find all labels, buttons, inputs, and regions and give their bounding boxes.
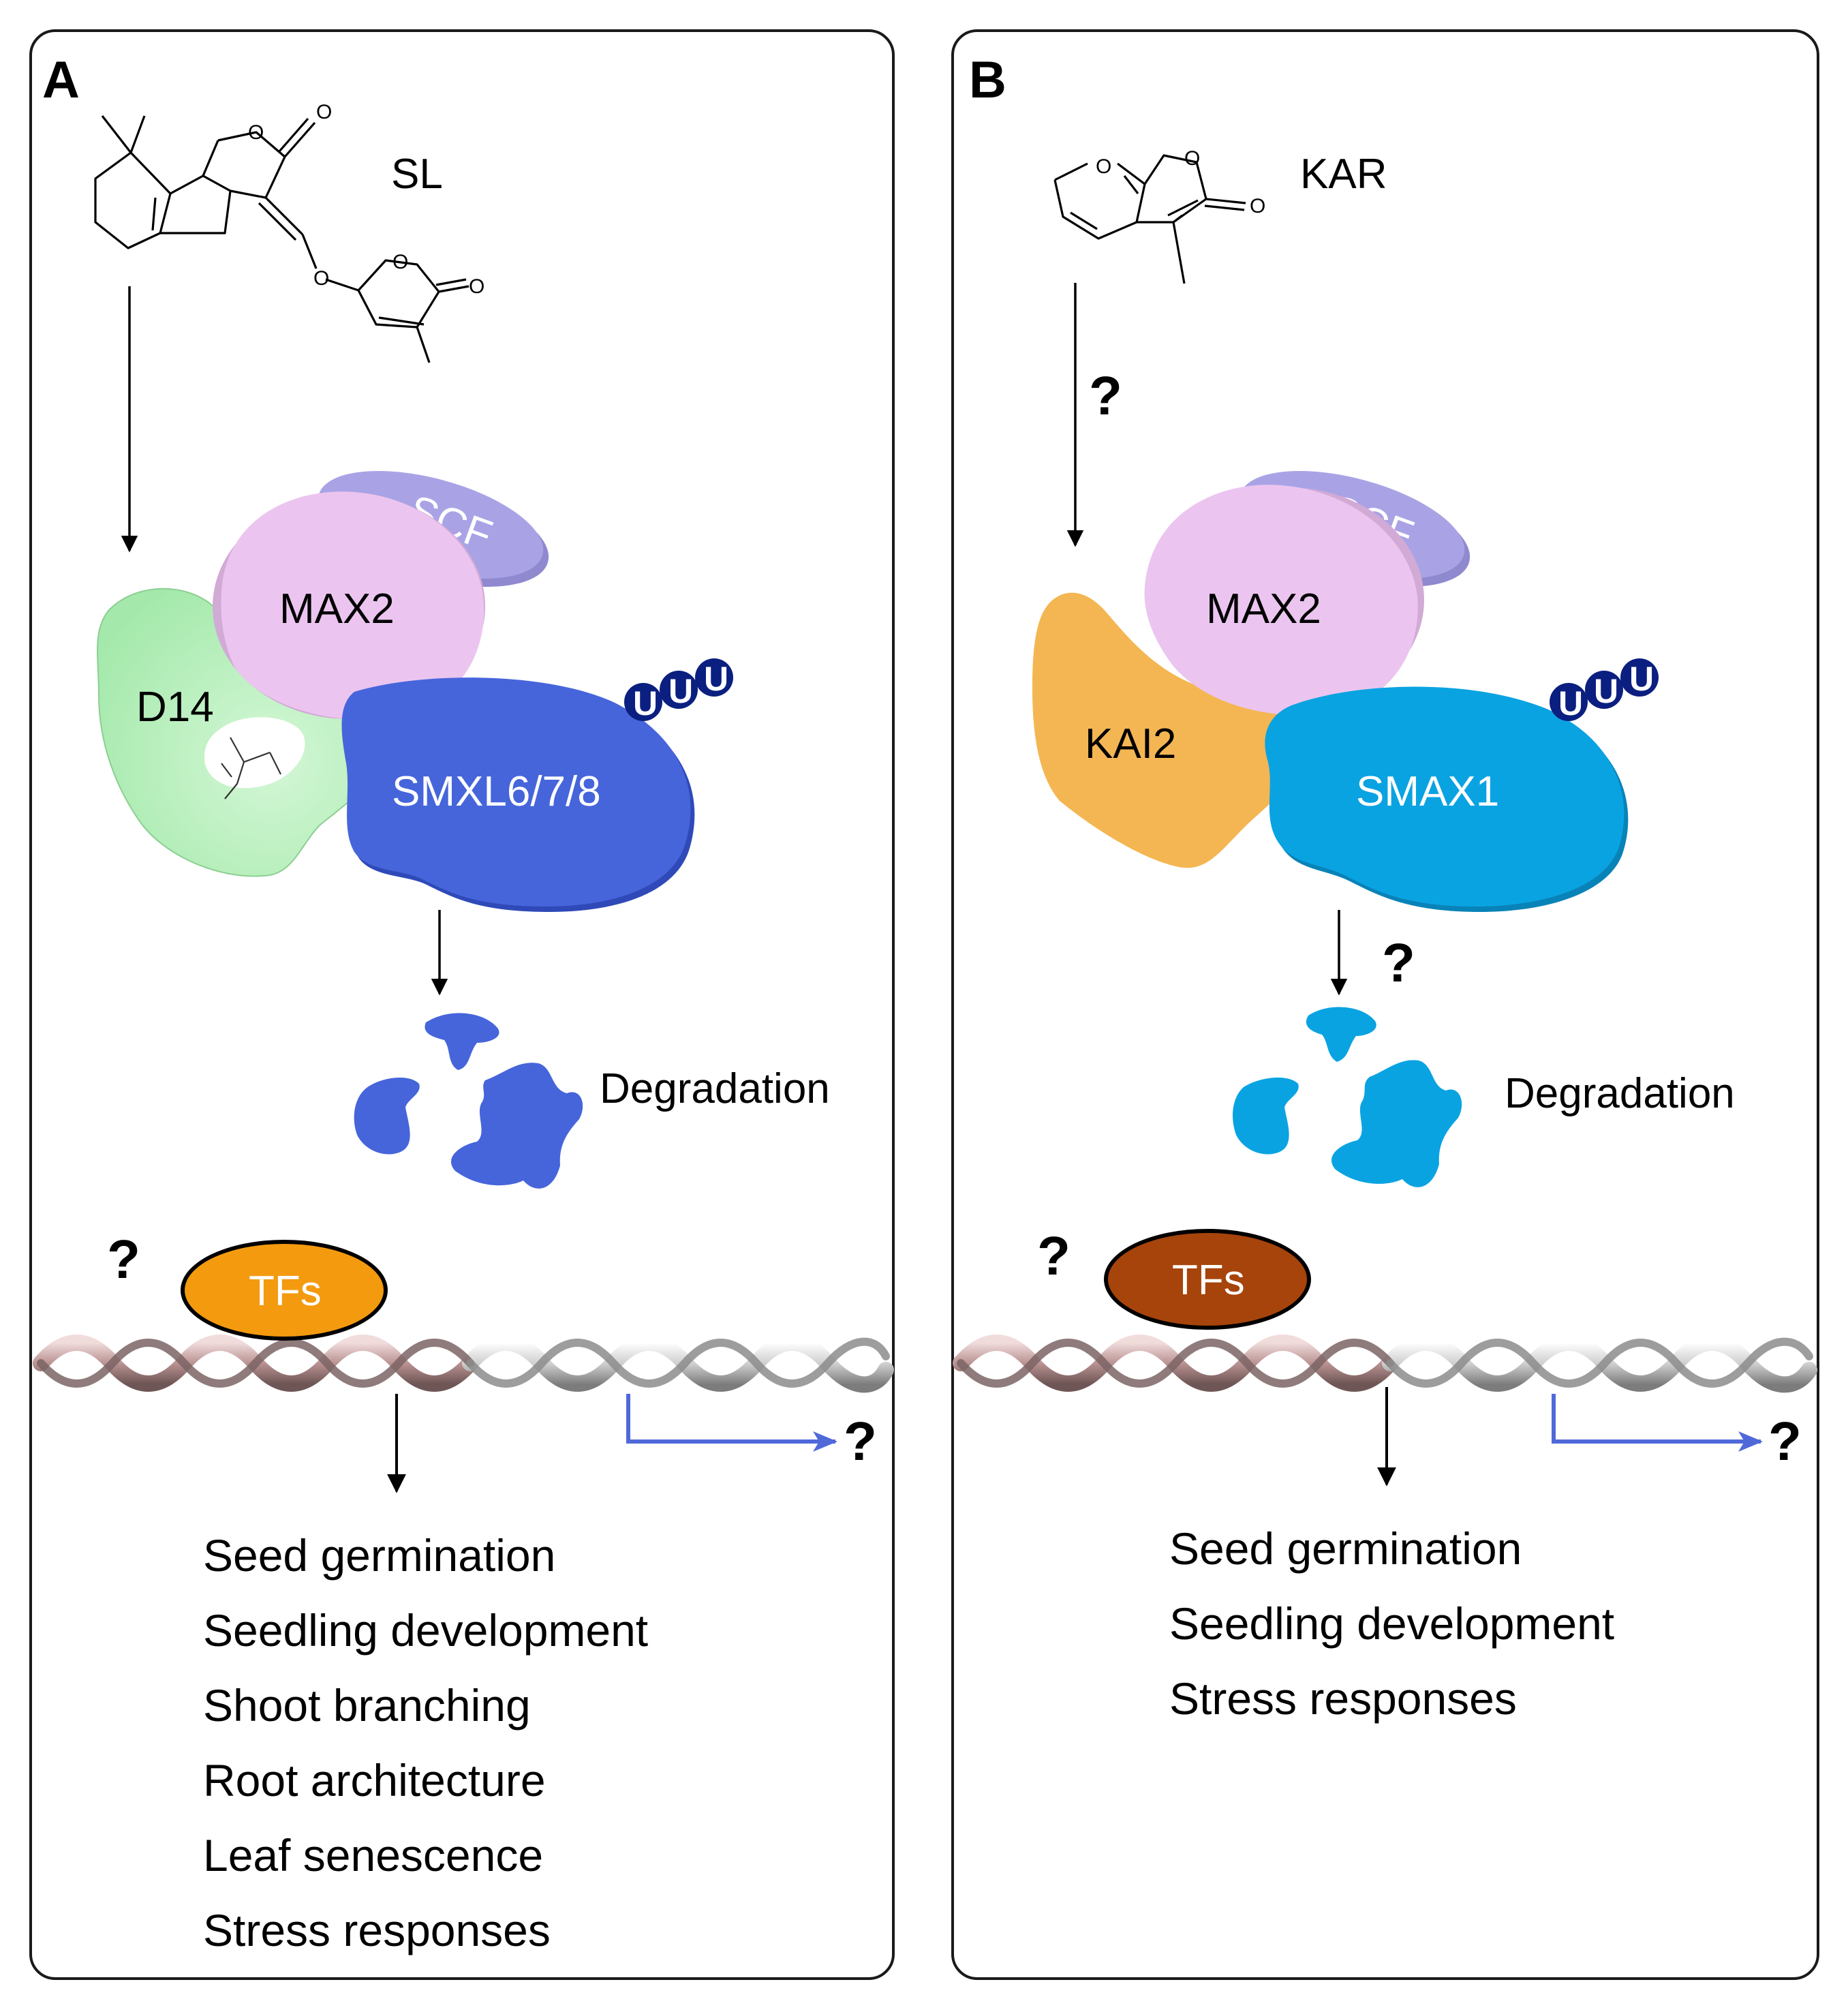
transcription-arrow-a [626,1394,837,1452]
tfs-label-b: TFs [1172,1257,1245,1304]
transcription-arrow-b [1552,1394,1763,1452]
kai2-receptor: KAI2 [1032,592,1306,868]
outcomes-b: Seed germination Seedling development St… [1169,1523,1614,1724]
kar-oxygen-1: O [1096,155,1111,178]
panel-a-letter: A [42,51,80,109]
dna-helix-b [953,1335,1817,1393]
tfs-a: TFs [181,1240,388,1341]
ubiquitin-b-2: U [1594,672,1618,710]
smxl678-label: SMXL6/7/8 [392,768,601,815]
degradation-label-b: Degradation [1505,1070,1735,1117]
sl-oxygen-5: O [469,275,484,298]
outcome-a-3: Shoot branching [203,1680,531,1731]
kar-oxygen-3: O [1250,195,1265,217]
outcome-a-1: Seed germination [203,1530,555,1581]
sl-oxygen-2: O [316,101,332,123]
degradation-fragments-a [354,1013,583,1189]
degradation-fragments-b [1233,1007,1462,1187]
max2-a: MAX2 [213,491,485,720]
outcome-a-6: Stress responses [203,1905,551,1955]
sl-oxygen-3: O [313,267,329,290]
max2-label-b: MAX2 [1206,585,1321,632]
question-degradation-b: ? [1382,932,1415,993]
panel-b-frame [951,29,1819,1980]
sl-molecule [94,115,469,363]
outcome-b-1: Seed germination [1169,1523,1522,1574]
ligand-label-sl: SL [391,151,443,198]
tfs-b: TFs [1104,1229,1311,1330]
outcome-a-4: Root architecture [203,1755,546,1805]
kai2-label: KAI2 [1085,720,1176,767]
question-transcription-a: ? [844,1411,877,1472]
ubiquitin-a-1: U [633,684,658,722]
ubiquitin-a-3: U [704,660,728,698]
sl-oxygen-1: O [248,121,264,144]
ubiquitin-chain-a: U U U [624,658,733,722]
outcome-b-2: Seedling development [1169,1598,1614,1649]
max2-b: MAX2 [1144,485,1424,716]
question-transcription-b: ? [1768,1411,1802,1472]
ubiquitin-chain-b: U U U [1550,658,1659,722]
ubiquitin-a-2: U [668,672,693,710]
question-tfs-a: ? [107,1229,140,1290]
dna-helix-a [33,1335,894,1393]
panel-b: B O O O KAR ? SCF KAI2 [951,29,1819,1980]
degradation-label-a: Degradation [600,1065,830,1112]
outcome-a-5: Leaf senescence [203,1830,543,1880]
outcomes-a: Seed germination Seedling development Sh… [203,1530,648,1955]
tfs-label-a: TFs [249,1268,322,1315]
smxl678-repressor: SMXL6/7/8 [341,677,695,912]
kar-oxygen-2: O [1184,147,1200,170]
d14-receptor: D14 [97,588,387,877]
question-ligand-b: ? [1089,365,1122,426]
d14-label: D14 [136,684,214,731]
smax1-label: SMAX1 [1356,768,1499,815]
ubiquitin-b-3: U [1629,660,1654,698]
ligand-label-kar: KAR [1300,151,1387,198]
max2-label-a: MAX2 [279,585,395,632]
panel-a: A O O [29,29,895,1980]
ubiquitin-b-1: U [1558,684,1583,722]
panel-a-frame [29,29,895,1980]
sl-oxygen-4: O [392,251,408,273]
question-tfs-b: ? [1037,1225,1071,1286]
kar-molecule [1053,154,1246,284]
outcome-a-2: Seedling development [203,1605,648,1656]
smax1-repressor: SMAX1 [1265,686,1629,912]
panel-b-letter: B [969,51,1006,109]
outcome-b-3: Stress responses [1169,1673,1517,1724]
